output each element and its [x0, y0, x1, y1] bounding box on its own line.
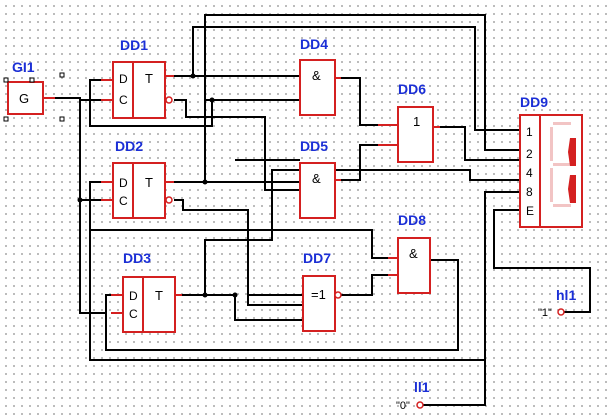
- wire-dd2-q-up: [204, 14, 520, 182]
- probe-ll1[interactable]: ll1 "0": [396, 379, 430, 412]
- dd5-ref: DD5: [300, 138, 328, 154]
- segment-b-on: [568, 138, 576, 166]
- dd1-inverted-output: [165, 96, 173, 104]
- wire-dd7-in-loop: [247, 210, 303, 306]
- wire-dd3-d-loop: [105, 259, 459, 351]
- wires: [45, 14, 591, 406]
- gate-dd6[interactable]: DD6 1: [378, 81, 440, 163]
- dd7-symbol: =1: [311, 287, 326, 302]
- segment-d-off: [553, 204, 571, 207]
- dd2-ref: DD2: [115, 138, 143, 154]
- wire-dd6-in2: [337, 144, 378, 181]
- generator-gi1[interactable]: GI1 G: [3, 59, 65, 122]
- selection-handle[interactable]: [59, 116, 65, 122]
- generator-body[interactable]: [7, 81, 44, 115]
- dd1-body[interactable]: [112, 61, 166, 119]
- gate-dd5[interactable]: DD5 &: [299, 138, 341, 219]
- dd2-t-label: T: [145, 175, 153, 190]
- hl1-value: "1": [538, 307, 552, 319]
- gate-dd4[interactable]: DD4 &: [299, 36, 341, 116]
- junction-dot: [232, 292, 238, 298]
- wire-dd2-qn-clk3: [174, 199, 303, 296]
- segment-e-off: [550, 168, 553, 202]
- dd9-pin-1: 1: [526, 125, 533, 139]
- segment-g-off: [553, 163, 571, 166]
- wire-dd3-q: [178, 294, 303, 321]
- wire-dd2-d-loop: [89, 181, 398, 259]
- segment-c-on: [568, 175, 576, 203]
- display-dd9[interactable]: DD9 1 2 4 8 E: [519, 94, 583, 228]
- dd4-body[interactable]: [299, 59, 336, 116]
- selection-handle[interactable]: [3, 116, 9, 122]
- dd6-ref: DD6: [398, 81, 426, 97]
- dd2-inverted-output: [165, 196, 173, 204]
- dd7-inverted-output: [334, 291, 342, 299]
- wire-clock-bus: [79, 98, 107, 314]
- generator-symbol: G: [19, 91, 29, 106]
- selection-handle[interactable]: [29, 77, 35, 83]
- ll1-pin[interactable]: [416, 401, 424, 409]
- dd6-symbol: 1: [413, 114, 420, 129]
- hl1-ref: hl1: [556, 287, 576, 303]
- dd3-d-label: D: [129, 289, 138, 303]
- selection-handle[interactable]: [59, 72, 65, 78]
- dd2-d-label: D: [119, 176, 128, 190]
- dd5-symbol: &: [312, 171, 321, 186]
- dd4-symbol: &: [312, 68, 321, 83]
- dd1-ref: DD1: [120, 37, 148, 53]
- wire-dd1-qn-d2: [174, 99, 300, 191]
- junction-dot: [190, 73, 196, 79]
- dd5-body[interactable]: [299, 162, 336, 219]
- dd6-body[interactable]: [397, 106, 434, 163]
- flipflop-dd2[interactable]: DD2 D C T: [101, 138, 174, 219]
- dd9-ref: DD9: [520, 94, 548, 110]
- dd7-ref: DD7: [303, 250, 331, 266]
- flipflop-dd1[interactable]: DD1 D C T: [101, 37, 174, 119]
- dd3-body[interactable]: [122, 276, 176, 333]
- dd2-body[interactable]: [112, 162, 166, 219]
- wire-dd6-out: [436, 126, 520, 161]
- seven-segment-digit: [550, 122, 576, 207]
- wire-dd3-q-up: [204, 169, 520, 295]
- segment-f-off: [550, 127, 553, 161]
- wire-dd1-q-up: [192, 26, 520, 131]
- wire-dd7-out: [340, 274, 398, 296]
- generator-ref: GI1: [12, 59, 35, 75]
- ll1-value: "0": [396, 400, 410, 412]
- wire-enable: [493, 209, 591, 313]
- junction-dot: [77, 197, 83, 203]
- dd3-ref: DD3: [123, 250, 151, 266]
- wire-dd6-in1: [337, 77, 378, 126]
- dd4-ref: DD4: [300, 36, 328, 52]
- dd9-pin-4: 4: [526, 166, 533, 180]
- dd8-symbol: &: [409, 246, 418, 261]
- dd8-ref: DD8: [398, 212, 426, 228]
- segment-a-off: [553, 122, 571, 125]
- gate-dd8[interactable]: DD8 &: [388, 212, 431, 294]
- junction-dot: [202, 292, 208, 298]
- flipflop-dd3[interactable]: DD3 D C T: [111, 250, 182, 333]
- dd8-body[interactable]: [397, 237, 431, 294]
- dd1-t-label: T: [145, 71, 153, 86]
- junction-dot: [209, 97, 215, 103]
- dd9-pin-2: 2: [526, 147, 533, 161]
- junction-dot: [202, 179, 208, 185]
- gate-dd7[interactable]: DD7 =1: [302, 250, 342, 332]
- dd1-d-label: D: [119, 72, 128, 86]
- probe-hl1[interactable]: hl1 "1": [538, 287, 576, 319]
- dd3-c-label: C: [129, 307, 138, 321]
- selection-handle[interactable]: [3, 77, 9, 83]
- dd3-t-label: T: [155, 288, 163, 303]
- dd2-c-label: C: [119, 194, 128, 208]
- junctions: [77, 73, 238, 298]
- wire-low-probe: [420, 360, 486, 406]
- dd9-pin-e: E: [526, 204, 534, 218]
- dd1-c-label: C: [119, 93, 128, 107]
- dd7-body[interactable]: [302, 275, 336, 332]
- ll1-ref: ll1: [414, 379, 430, 395]
- hl1-pin[interactable]: [557, 308, 565, 316]
- dd9-pin-8: 8: [526, 185, 533, 199]
